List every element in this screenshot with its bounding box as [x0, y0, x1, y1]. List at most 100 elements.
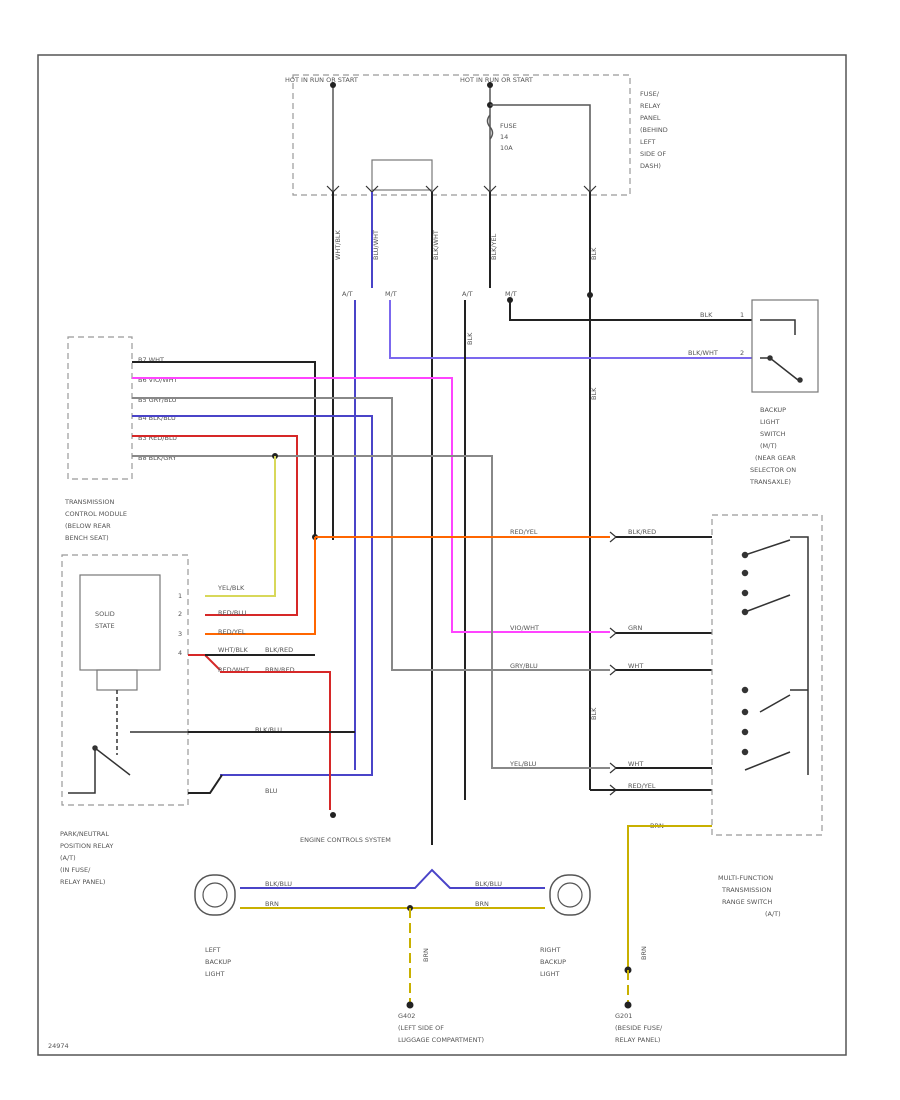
mid-wht2-label: WHT — [628, 760, 643, 768]
wire-mt-blu — [389, 300, 752, 359]
left-backup-light — [194, 874, 236, 916]
relay-wire-labels: YEL/BLK RED/BLU RED/YEL WHT/BLK RED/WHT — [217, 584, 249, 674]
svg-text:1: 1 — [178, 592, 182, 600]
svg-text:BLK/WHT: BLK/WHT — [432, 230, 440, 260]
tcm-wire-red-blu — [132, 435, 298, 616]
vert-blk-a: BLK — [466, 332, 474, 345]
svg-text:CONTROL MODULE: CONTROL MODULE — [65, 510, 127, 518]
relay-right-wire-labels: BLK/RED BRN/RED BLK/BLU BLU — [255, 646, 295, 795]
light-wire-blk-blu — [240, 868, 545, 889]
backup-switch-wire-bottom: BLK/WHT — [688, 349, 718, 357]
mt-label-2: M/T — [505, 290, 517, 298]
svg-text:10A: 10A — [500, 144, 513, 152]
top-wire-labels: WHT/BLK BLU/WHT BLK/WHT BLK/YEL BLK — [334, 229, 598, 260]
svg-text:RED/YEL: RED/YEL — [218, 628, 246, 636]
range-switch-contacts — [741, 536, 809, 775]
left-light-label: LEFT BACKUP LIGHT — [205, 946, 231, 978]
hot-run-start-label-2: HOT IN RUN OR START — [460, 76, 533, 84]
svg-text:RED/WHT: RED/WHT — [218, 666, 249, 674]
svg-text:SELECTOR ON: SELECTOR ON — [750, 466, 796, 474]
mid-vio-wht-label: VIO/WHT — [510, 624, 539, 632]
svg-text:YEL/BLK: YEL/BLK — [217, 584, 245, 592]
relay-coil — [96, 669, 138, 691]
mt-label-1: M/T — [385, 290, 397, 298]
backup-switch-label: BACKUP LIGHT SWITCH (M/T) (NEAR GEAR SEL… — [749, 406, 796, 486]
relay-contact — [68, 690, 188, 794]
svg-text:SWITCH: SWITCH — [760, 430, 786, 438]
mid-gry-blu-label: GRY/BLU — [510, 662, 538, 670]
relay-wire-red-yel — [205, 537, 316, 635]
right-light-label: RIGHT BACKUP LIGHT — [540, 946, 566, 978]
backup-switch-contacts — [760, 319, 803, 383]
svg-text:1: 1 — [740, 311, 744, 319]
svg-text:(A/T): (A/T) — [60, 854, 76, 862]
svg-text:PANEL: PANEL — [640, 114, 661, 122]
svg-text:(LEFT SIDE OF: (LEFT SIDE OF — [398, 1024, 444, 1032]
svg-text:G402: G402 — [398, 1012, 415, 1020]
range-switch-label: MULTI-FUNCTION TRANSMISSION RANGE SWITCH… — [718, 874, 781, 918]
svg-text:3: 3 — [178, 630, 182, 638]
tcm-wire-blk-gry — [132, 455, 610, 769]
solid-state-label-1: SOLID — [95, 610, 115, 618]
tcm-pins: B7 WHT B6 VIO/WHT B5 GRY/BLU B4 BLK/BLU … — [138, 356, 178, 462]
hot-run-start-label-1: HOT IN RUN OR START — [285, 76, 358, 84]
mid-yel-blu-label: YEL/BLU — [509, 760, 537, 768]
svg-text:RELAY PANEL): RELAY PANEL) — [615, 1036, 660, 1044]
svg-text:RANGE SWITCH: RANGE SWITCH — [722, 898, 772, 906]
svg-text:BLU: BLU — [265, 787, 278, 795]
mid-blk-red-label: BLK/RED — [628, 528, 656, 536]
svg-text:LIGHT: LIGHT — [205, 970, 224, 978]
svg-text:14: 14 — [500, 133, 508, 141]
right-backup-light — [549, 874, 591, 916]
mid-blk-vert-label: BLK — [590, 707, 598, 720]
light-wire-top-label-r: BLK/BLU — [475, 880, 502, 888]
mid-wht-label: WHT — [628, 662, 643, 670]
svg-text:LIGHT: LIGHT — [760, 418, 779, 426]
svg-text:LUGGAGE COMPARTMENT): LUGGAGE COMPARTMENT) — [398, 1036, 484, 1044]
svg-text:TRANSMISSION: TRANSMISSION — [64, 498, 114, 506]
svg-text:LEFT: LEFT — [640, 138, 655, 146]
svg-text:BACKUP: BACKUP — [760, 406, 786, 414]
svg-text:RIGHT: RIGHT — [540, 946, 560, 954]
relay-box — [61, 554, 189, 806]
range-switch-box — [711, 514, 823, 836]
fuse-14: FUSE 14 10A — [486, 114, 517, 152]
svg-text:BLU/WHT: BLU/WHT — [372, 230, 380, 260]
svg-text:WHT/BLK: WHT/BLK — [218, 646, 249, 654]
svg-text:FUSE/: FUSE/ — [640, 90, 660, 98]
engine-controls-label: ENGINE CONTROLS SYSTEM — [300, 836, 391, 844]
svg-text:BACKUP: BACKUP — [205, 958, 231, 966]
svg-text:G201: G201 — [615, 1012, 632, 1020]
at-label-2: A/T — [462, 290, 473, 298]
svg-text:4: 4 — [178, 649, 182, 657]
ground-1-label: G402 (LEFT SIDE OF LUGGAGE COMPARTMENT) — [398, 1012, 484, 1044]
svg-text:BLK/YEL: BLK/YEL — [490, 233, 498, 260]
svg-text:B7 WHT: B7 WHT — [138, 356, 164, 364]
svg-text:BLK/RED: BLK/RED — [265, 646, 293, 654]
fuse-panel-relay — [371, 159, 433, 191]
diagram-id: 24974 — [48, 1042, 69, 1050]
svg-text:(A/T): (A/T) — [765, 910, 781, 918]
range-switch-connectors — [609, 531, 617, 796]
wire-brn-right — [627, 825, 712, 970]
svg-text:WHT/BLK: WHT/BLK — [334, 229, 342, 260]
svg-text:2: 2 — [740, 349, 744, 357]
backup-switch-box — [751, 299, 819, 393]
vert-blk-b: BLK — [590, 387, 598, 400]
relay-pins: 1 2 3 4 — [178, 592, 182, 657]
tcm-box — [67, 336, 133, 480]
mid-grn-label: GRN — [628, 624, 643, 632]
solid-state-label-2: STATE — [95, 622, 115, 630]
svg-text:(BEHIND: (BEHIND — [640, 126, 668, 134]
fuse-panel-label: FUSE/ RELAY PANEL (BEHIND LEFT SIDE OF D… — [640, 90, 668, 170]
ground-2-label: G201 (BESIDE FUSE/ RELAY PANEL) — [615, 1012, 663, 1044]
solid-state-box — [79, 574, 161, 671]
tcm-wire-blk-blu — [132, 415, 373, 776]
svg-text:LEFT: LEFT — [205, 946, 220, 954]
svg-text:DASH): DASH) — [640, 162, 661, 170]
mid-red-yel2-label: RED/YEL — [628, 782, 656, 790]
tcm-wire-vio-wht — [132, 377, 610, 633]
tcm-wire-wht — [132, 361, 316, 540]
svg-text:TRANSAXLE): TRANSAXLE) — [749, 478, 791, 486]
